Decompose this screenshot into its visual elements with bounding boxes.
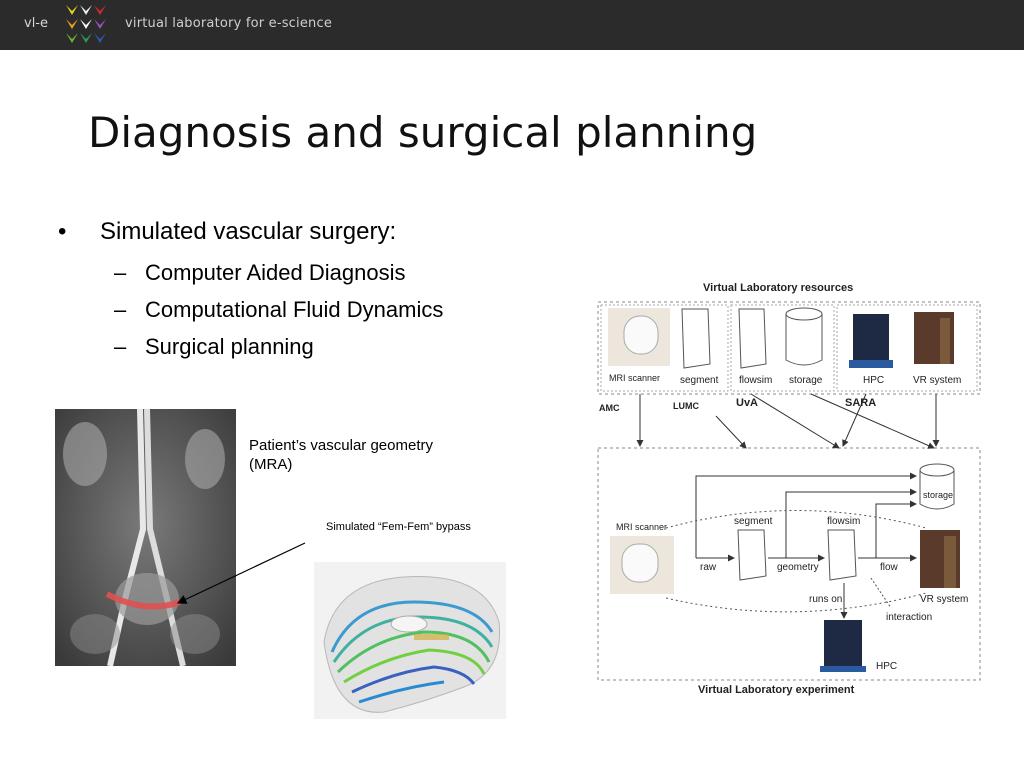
vr-label-bottom: VR system (920, 594, 969, 605)
sara-label: SARA (845, 397, 877, 409)
mra-image (55, 409, 236, 666)
vl-diagram: Virtual Laboratory resources MRI scanner… (596, 278, 986, 702)
uva-label: UvA (736, 397, 759, 409)
flow-simulation-image (314, 562, 506, 719)
flow-label: flow (880, 562, 898, 573)
sub-bullet-text: Surgical planning (145, 334, 314, 359)
header-bar: vl-e virtual laboratory for e-science (0, 0, 1024, 50)
runs-on-label: runs on (809, 594, 843, 605)
geometry-label: geometry (777, 562, 819, 573)
diagram-title-bottom: Virtual Laboratory experiment (698, 684, 855, 696)
lumc-label: LUMC (673, 401, 699, 411)
flowsim-label-bottom: flowsim (827, 516, 861, 527)
brand-short: vl-e (24, 16, 48, 31)
flowsim-label-top: flowsim (739, 375, 773, 386)
sub-bullet-text: Computational Fluid Dynamics (145, 297, 444, 322)
storage-label-top: storage (789, 375, 823, 386)
amc-label: AMC (599, 403, 620, 413)
brand-long: virtual laboratory for e-science (125, 16, 333, 31)
segment-label-bottom: segment (734, 516, 773, 527)
dash-marker: – (114, 334, 127, 359)
bullet-text: Simulated vascular surgery: (100, 218, 397, 245)
dash-marker: – (114, 297, 127, 322)
vle-logo-icon (66, 5, 106, 43)
diagram-title-top: Virtual Laboratory resources (703, 282, 854, 294)
vr-label-top: VR system (913, 375, 962, 386)
hpc-label-bottom: HPC (876, 661, 898, 672)
bullet-marker: • (58, 218, 67, 245)
bypass-caption: Simulated “Fem-Fem” bypass (326, 521, 471, 533)
mra-caption: Patient’s vascular geometry (MRA) (249, 437, 433, 473)
dash-marker: – (114, 260, 127, 285)
slide-title: Diagnosis and surgical planning (88, 108, 758, 157)
interaction-label: interaction (886, 612, 933, 623)
segment-label-top: segment (680, 375, 719, 386)
raw-label: raw (700, 562, 717, 573)
mri-label-top: MRI scanner (609, 373, 661, 383)
hpc-label-top: HPC (863, 375, 885, 386)
mri-label-bottom: MRI scanner (616, 522, 668, 532)
sub-bullet-text: Computer Aided Diagnosis (145, 260, 406, 285)
storage-label-bottom: storage (923, 490, 954, 500)
